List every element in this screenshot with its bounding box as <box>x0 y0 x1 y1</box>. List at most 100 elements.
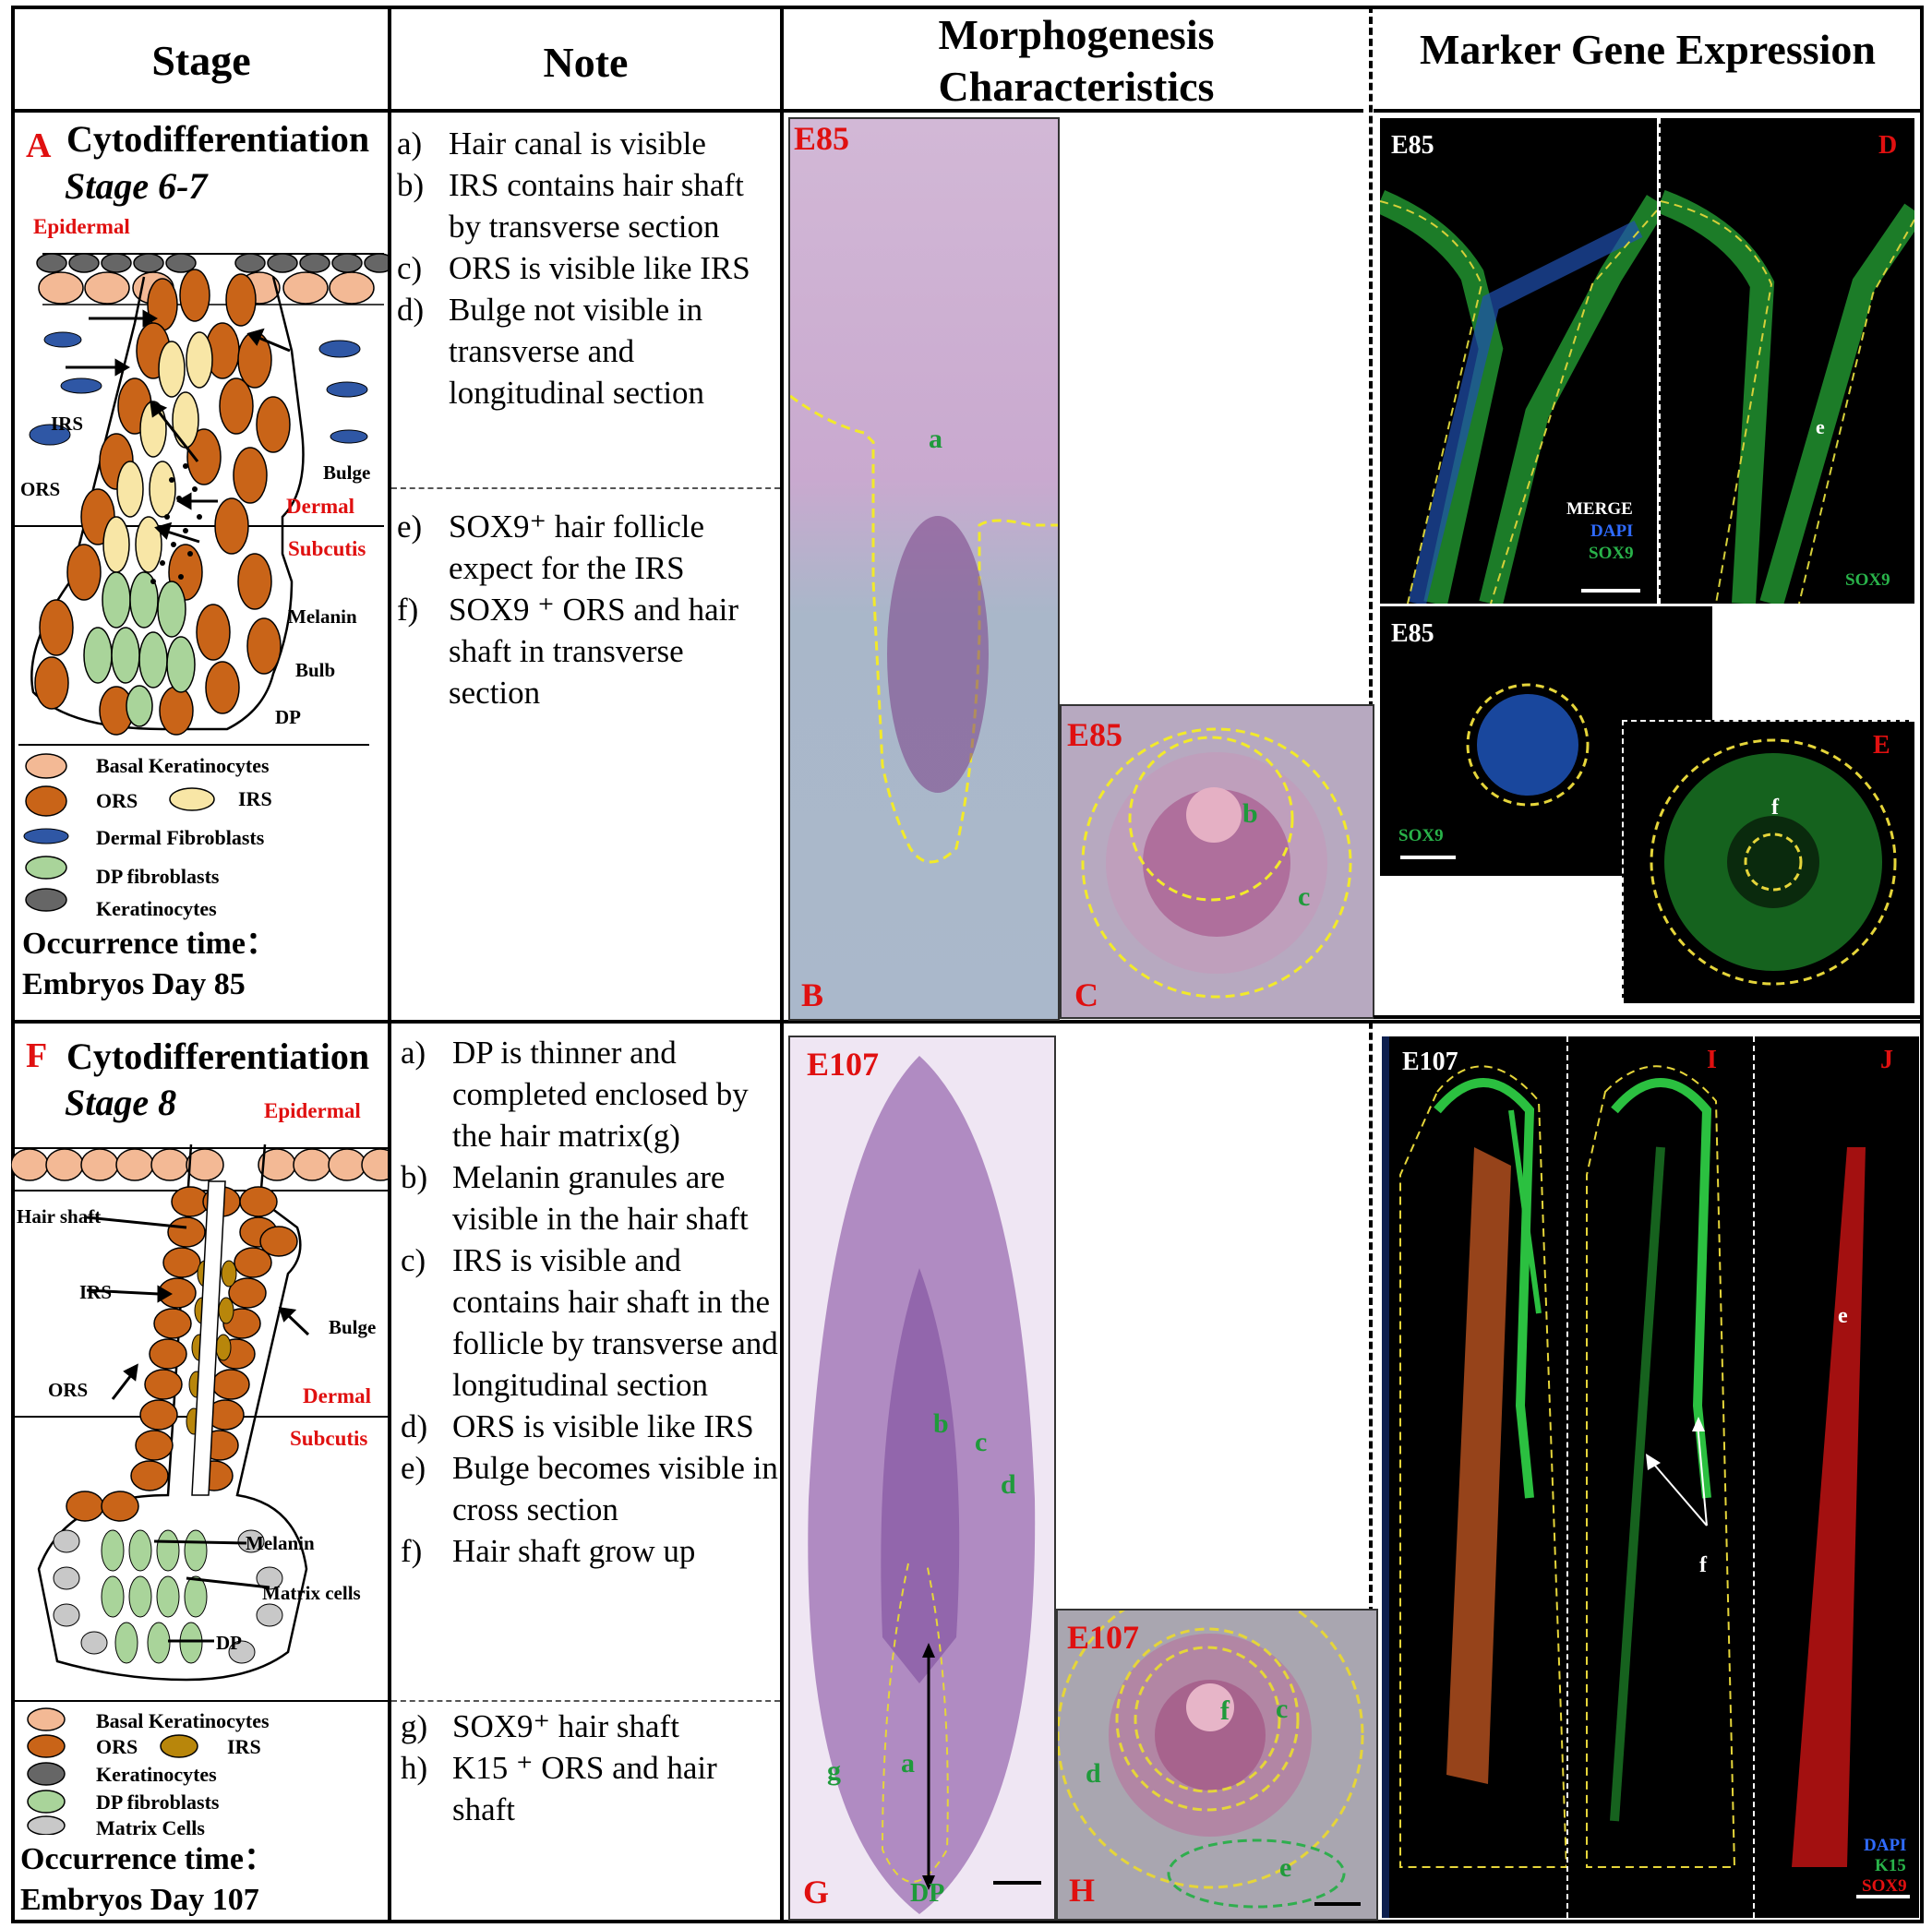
micrograph-B-tag: E85 <box>794 120 850 157</box>
diagram-F-subcutis: Subcutis <box>290 1427 368 1450</box>
fluor-J-marker-e: e <box>1838 1304 1848 1328</box>
stage-subtitle-A: Stage 6-7 <box>65 165 208 207</box>
micrograph-C-letter: C <box>1074 976 1098 1013</box>
stage-subtitle-F: Stage 8 <box>65 1082 177 1123</box>
legend-F-basal: Basal Keratinocytes <box>96 1709 270 1732</box>
micrograph-G: E107 b c d g a DP G <box>788 1036 1056 1921</box>
fluor-J-legend-k15: K15 <box>1875 1856 1906 1875</box>
legend-A-ors: ORS <box>96 789 138 812</box>
fluor-E-large-overlay <box>1650 738 1897 986</box>
note-F-b: b)Melanin granules are visible in the ha… <box>401 1159 749 1237</box>
fluor-E-sox9-label: SOX9 <box>1398 826 1444 845</box>
note-F-a: a)DP is thinner and completed enclosed b… <box>401 1035 749 1154</box>
note-A-e: e)SOX9⁺ hair follicle expect for the IRS <box>397 509 705 586</box>
diagram-A-subcutis: Subcutis <box>288 537 366 560</box>
micrograph-B: E85 a B <box>788 117 1060 1021</box>
fluor-D-merge: E85 MERGE DAPI SOX9 <box>1380 118 1657 604</box>
header-bottom-border <box>11 109 1363 113</box>
note-F-d: d)ORS is visible like IRS <box>401 1408 754 1444</box>
diagram-F-irs: IRS <box>79 1281 113 1303</box>
header-morph-1: Morphogenesis <box>938 11 1215 58</box>
micrograph-H-marker-d: d <box>1086 1758 1101 1789</box>
micrograph-H-tag: E107 <box>1067 1619 1140 1656</box>
header-marker: Marker Gene Expression <box>1419 26 1877 73</box>
note-F-c: c)IRS is visible and contains hair shaft… <box>401 1242 778 1403</box>
legend-F-swatches <box>27 1707 198 1835</box>
occurrence-value-F: Embryos Day 107 <box>20 1883 259 1917</box>
fluor-I: I f <box>1566 1036 1753 1918</box>
notes-A2: e)SOX9⁺ hair follicle expect for the IRS… <box>397 506 775 713</box>
diagram-A-bulb: Bulb <box>295 659 336 681</box>
legend-F-separator <box>15 1700 388 1702</box>
fluor-D-letter: D <box>1878 131 1898 160</box>
legend-A-irs-swatch <box>169 787 215 811</box>
header-note: Note <box>543 39 629 86</box>
col-divider-1 <box>388 6 391 1923</box>
fluor-D-merge-overlay <box>1380 190 1657 604</box>
fluor-F-tag: E107 <box>1402 1048 1458 1076</box>
diagram-F-hair-shaft: Hair shaft <box>17 1205 102 1227</box>
micrograph-G-marker-g: g <box>827 1755 841 1786</box>
table-bottom-border <box>11 1920 1924 1923</box>
fluor-I-overlay <box>1586 1065 1736 1868</box>
fluor-J-legend-dapi: DAPI <box>1864 1836 1907 1855</box>
legend-F-matrix: Matrix Cells <box>96 1816 205 1839</box>
diagram-A-dermal: Dermal <box>286 495 355 518</box>
diagram-F-ors: ORS <box>48 1379 89 1401</box>
micrograph-H: E107 f c d e H <box>1056 1609 1378 1921</box>
legend-A-dp-fib: DP fibroblasts <box>96 865 220 888</box>
stage-title-A: Cytodifferentiation <box>66 118 370 160</box>
micrograph-G-marker-c: c <box>975 1427 988 1457</box>
fluor-F-merge-overlay <box>1382 1036 1566 1918</box>
note-F-e: e)Bulge becomes visible in cross section <box>401 1450 778 1527</box>
fluor-J-overlay <box>1792 1147 1910 1898</box>
fluor-D-sox9-overlay <box>1661 189 1914 604</box>
fluor-D-sox9-label: SOX9 <box>1845 570 1890 590</box>
diagram-F-dermal: Dermal <box>303 1384 372 1407</box>
header-bottom-border-right <box>1374 109 1924 113</box>
micrograph-C-tag: E85 <box>1067 716 1123 753</box>
micrograph-C-marker-c: c <box>1298 881 1311 912</box>
note-A-f: f)SOX9 ⁺ ORS and hair shaft in transvers… <box>397 592 739 711</box>
fluor-E-marker-f: f <box>1771 796 1779 820</box>
legend-F-ors: ORS <box>96 1735 138 1758</box>
legend-F-irs: IRS <box>227 1735 261 1758</box>
fluor-E-letter: E <box>1873 731 1890 760</box>
legend-F-kera: Keratinocytes <box>96 1763 217 1786</box>
fluor-E-small-tag: E85 <box>1391 619 1434 648</box>
fluor-E-small-overlay <box>1400 683 1590 859</box>
micrograph-B-marker-a: a <box>929 424 942 454</box>
legend-A-swatches <box>23 753 69 912</box>
micrograph-H-marker-e: e <box>1279 1852 1292 1883</box>
follicle-diagram-A <box>15 253 388 736</box>
fluor-D-legend-merge: MERGE <box>1566 499 1633 519</box>
legend-A-kera: Keratinocytes <box>96 897 217 920</box>
note-F-f: f)Hair shaft grow up <box>401 1533 696 1569</box>
notes-F-separator <box>391 1700 780 1702</box>
notes-F2: g)SOX9⁺ hair shaft h)K15 ⁺ ORS and hair … <box>401 1706 779 1830</box>
diagram-A-irs: IRS <box>51 413 84 435</box>
header-morph-2: Characteristics <box>938 63 1215 110</box>
fluor-J-legend-sox9: SOX9 <box>1862 1876 1907 1896</box>
notes-A: a)Hair canal is visible b)IRS contains h… <box>397 123 775 413</box>
diagram-F-melanin: Melanin <box>246 1532 315 1554</box>
micrograph-H-overlay <box>1058 1611 1364 1909</box>
diagram-A-ors: ORS <box>20 478 61 500</box>
micrograph-G-marker-dp: DP <box>910 1879 945 1908</box>
marker-A-bottom-border <box>1374 1015 1924 1019</box>
micrograph-C-overlay <box>1081 727 1352 999</box>
micrograph-B-letter: B <box>801 976 824 1013</box>
fluor-J-letter: J <box>1880 1046 1893 1074</box>
fluor-D-sox9: D e SOX9 <box>1659 118 1914 604</box>
diagram-F-dp: DP <box>216 1632 242 1654</box>
fluor-D-legend-dapi: DAPI <box>1590 521 1634 541</box>
note-A-d: d) Bulge not visible in transverse and l… <box>397 292 705 411</box>
fluor-D-tag: E85 <box>1391 131 1434 160</box>
fluor-E-small: E85 SOX9 <box>1380 606 1712 876</box>
fluor-F-merge: E107 <box>1382 1036 1566 1918</box>
diagram-A-dp: DP <box>275 706 301 728</box>
note-A-c: c)ORS is visible like IRS <box>397 250 750 286</box>
diagram-A-epidermal: Epidermal <box>33 215 130 238</box>
note-A-b: b)IRS contains hair shaft by transverse … <box>397 167 744 245</box>
diagram-F-epidermal: Epidermal <box>264 1099 361 1122</box>
